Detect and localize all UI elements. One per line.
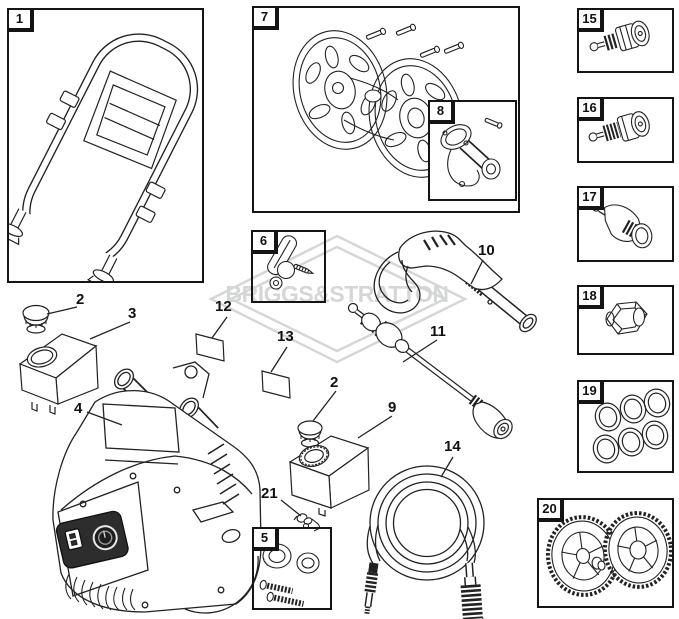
callout-14-high-pressure-hose: 14 xyxy=(444,438,461,455)
callout-11-spray-wand: 11 xyxy=(430,323,446,340)
leader-lines xyxy=(47,260,483,516)
callout-2-tank-cap: 2 xyxy=(76,291,85,308)
box-20-number: 20 xyxy=(537,498,562,520)
high-pressure-hose-drawing xyxy=(367,466,484,619)
box-6-number: 6 xyxy=(251,230,276,252)
bumper-ribs xyxy=(66,574,135,610)
wheel-pair-drawing xyxy=(539,500,672,606)
coupler-15-drawing xyxy=(579,10,672,71)
label-sticker-13-drawing xyxy=(262,371,290,398)
box-8-reel-swivel-fitting: 8 xyxy=(428,100,517,201)
brand-diamond-icon xyxy=(211,236,465,362)
box-19-o-ring-set: 19 xyxy=(577,380,674,473)
box-15-number: 15 xyxy=(577,8,602,30)
label-sticker-12-drawing xyxy=(196,334,224,361)
coupler-16-drawing xyxy=(579,99,672,161)
nozzle-17-drawing xyxy=(579,188,672,260)
callout-9-secondary-tank: 9 xyxy=(388,399,397,416)
box-17-spray-nozzle: 17 xyxy=(577,186,674,262)
secondary-tank-drawing xyxy=(290,421,369,516)
tank-cap-drawing xyxy=(23,306,49,334)
callout-2-tank-cap-2: 2 xyxy=(330,374,339,391)
tank-cap-2-drawing xyxy=(298,421,322,447)
reel-screws xyxy=(366,23,465,58)
box-5-number: 5 xyxy=(252,527,277,549)
box-16-quick-connect-coupler: 16 xyxy=(577,97,674,163)
side-vents xyxy=(208,444,239,504)
callout-10-spray-gun: 10 xyxy=(478,242,495,259)
box-7-hose-reel: 7 xyxy=(252,6,520,213)
wheel-arch xyxy=(185,556,258,613)
spray-gun-drawing xyxy=(374,231,539,335)
hose-collar-fitting xyxy=(459,562,483,619)
reel-swivel-drawing xyxy=(430,102,515,199)
box-18-number: 18 xyxy=(577,285,602,307)
box-15-quick-connect-coupler: 15 xyxy=(577,8,674,73)
nut-18-drawing xyxy=(579,287,672,353)
box-6-trigger-lock-kit: 6 xyxy=(251,230,326,303)
hose-end-fitting xyxy=(367,563,374,614)
box-1-handle-assembly: 1 xyxy=(7,8,204,283)
callout-12-label-sticker: 12 xyxy=(215,298,232,315)
box-8-number: 8 xyxy=(428,100,453,122)
box-19-number: 19 xyxy=(577,380,602,402)
callout-4-pressure-washer-body: 4 xyxy=(74,400,83,417)
box-18-hose-nut: 18 xyxy=(577,285,674,355)
knob-screw-kit-drawing xyxy=(254,529,330,608)
box-16-number: 16 xyxy=(577,97,602,119)
callout-13-label-sticker: 13 xyxy=(277,328,294,345)
box-20-wheel-pair: 20 xyxy=(537,498,674,608)
detergent-tank-drawing xyxy=(20,306,98,415)
o-ring-set-drawing xyxy=(579,382,672,471)
box-17-number: 17 xyxy=(577,186,602,208)
tank-fitting-drawing xyxy=(294,513,320,531)
box-1-number: 1 xyxy=(7,8,32,30)
pressure-washer-body-drawing xyxy=(53,362,261,613)
box-5-knob-screw-kit: 5 xyxy=(252,527,332,610)
spray-wand-drawing xyxy=(349,304,516,443)
callout-3-detergent-tank: 3 xyxy=(128,305,137,322)
box-7-number: 7 xyxy=(252,6,277,28)
callout-21-tank-fitting: 21 xyxy=(261,485,278,502)
control-panel xyxy=(55,510,130,570)
handle-assembly-drawing xyxy=(9,10,202,281)
